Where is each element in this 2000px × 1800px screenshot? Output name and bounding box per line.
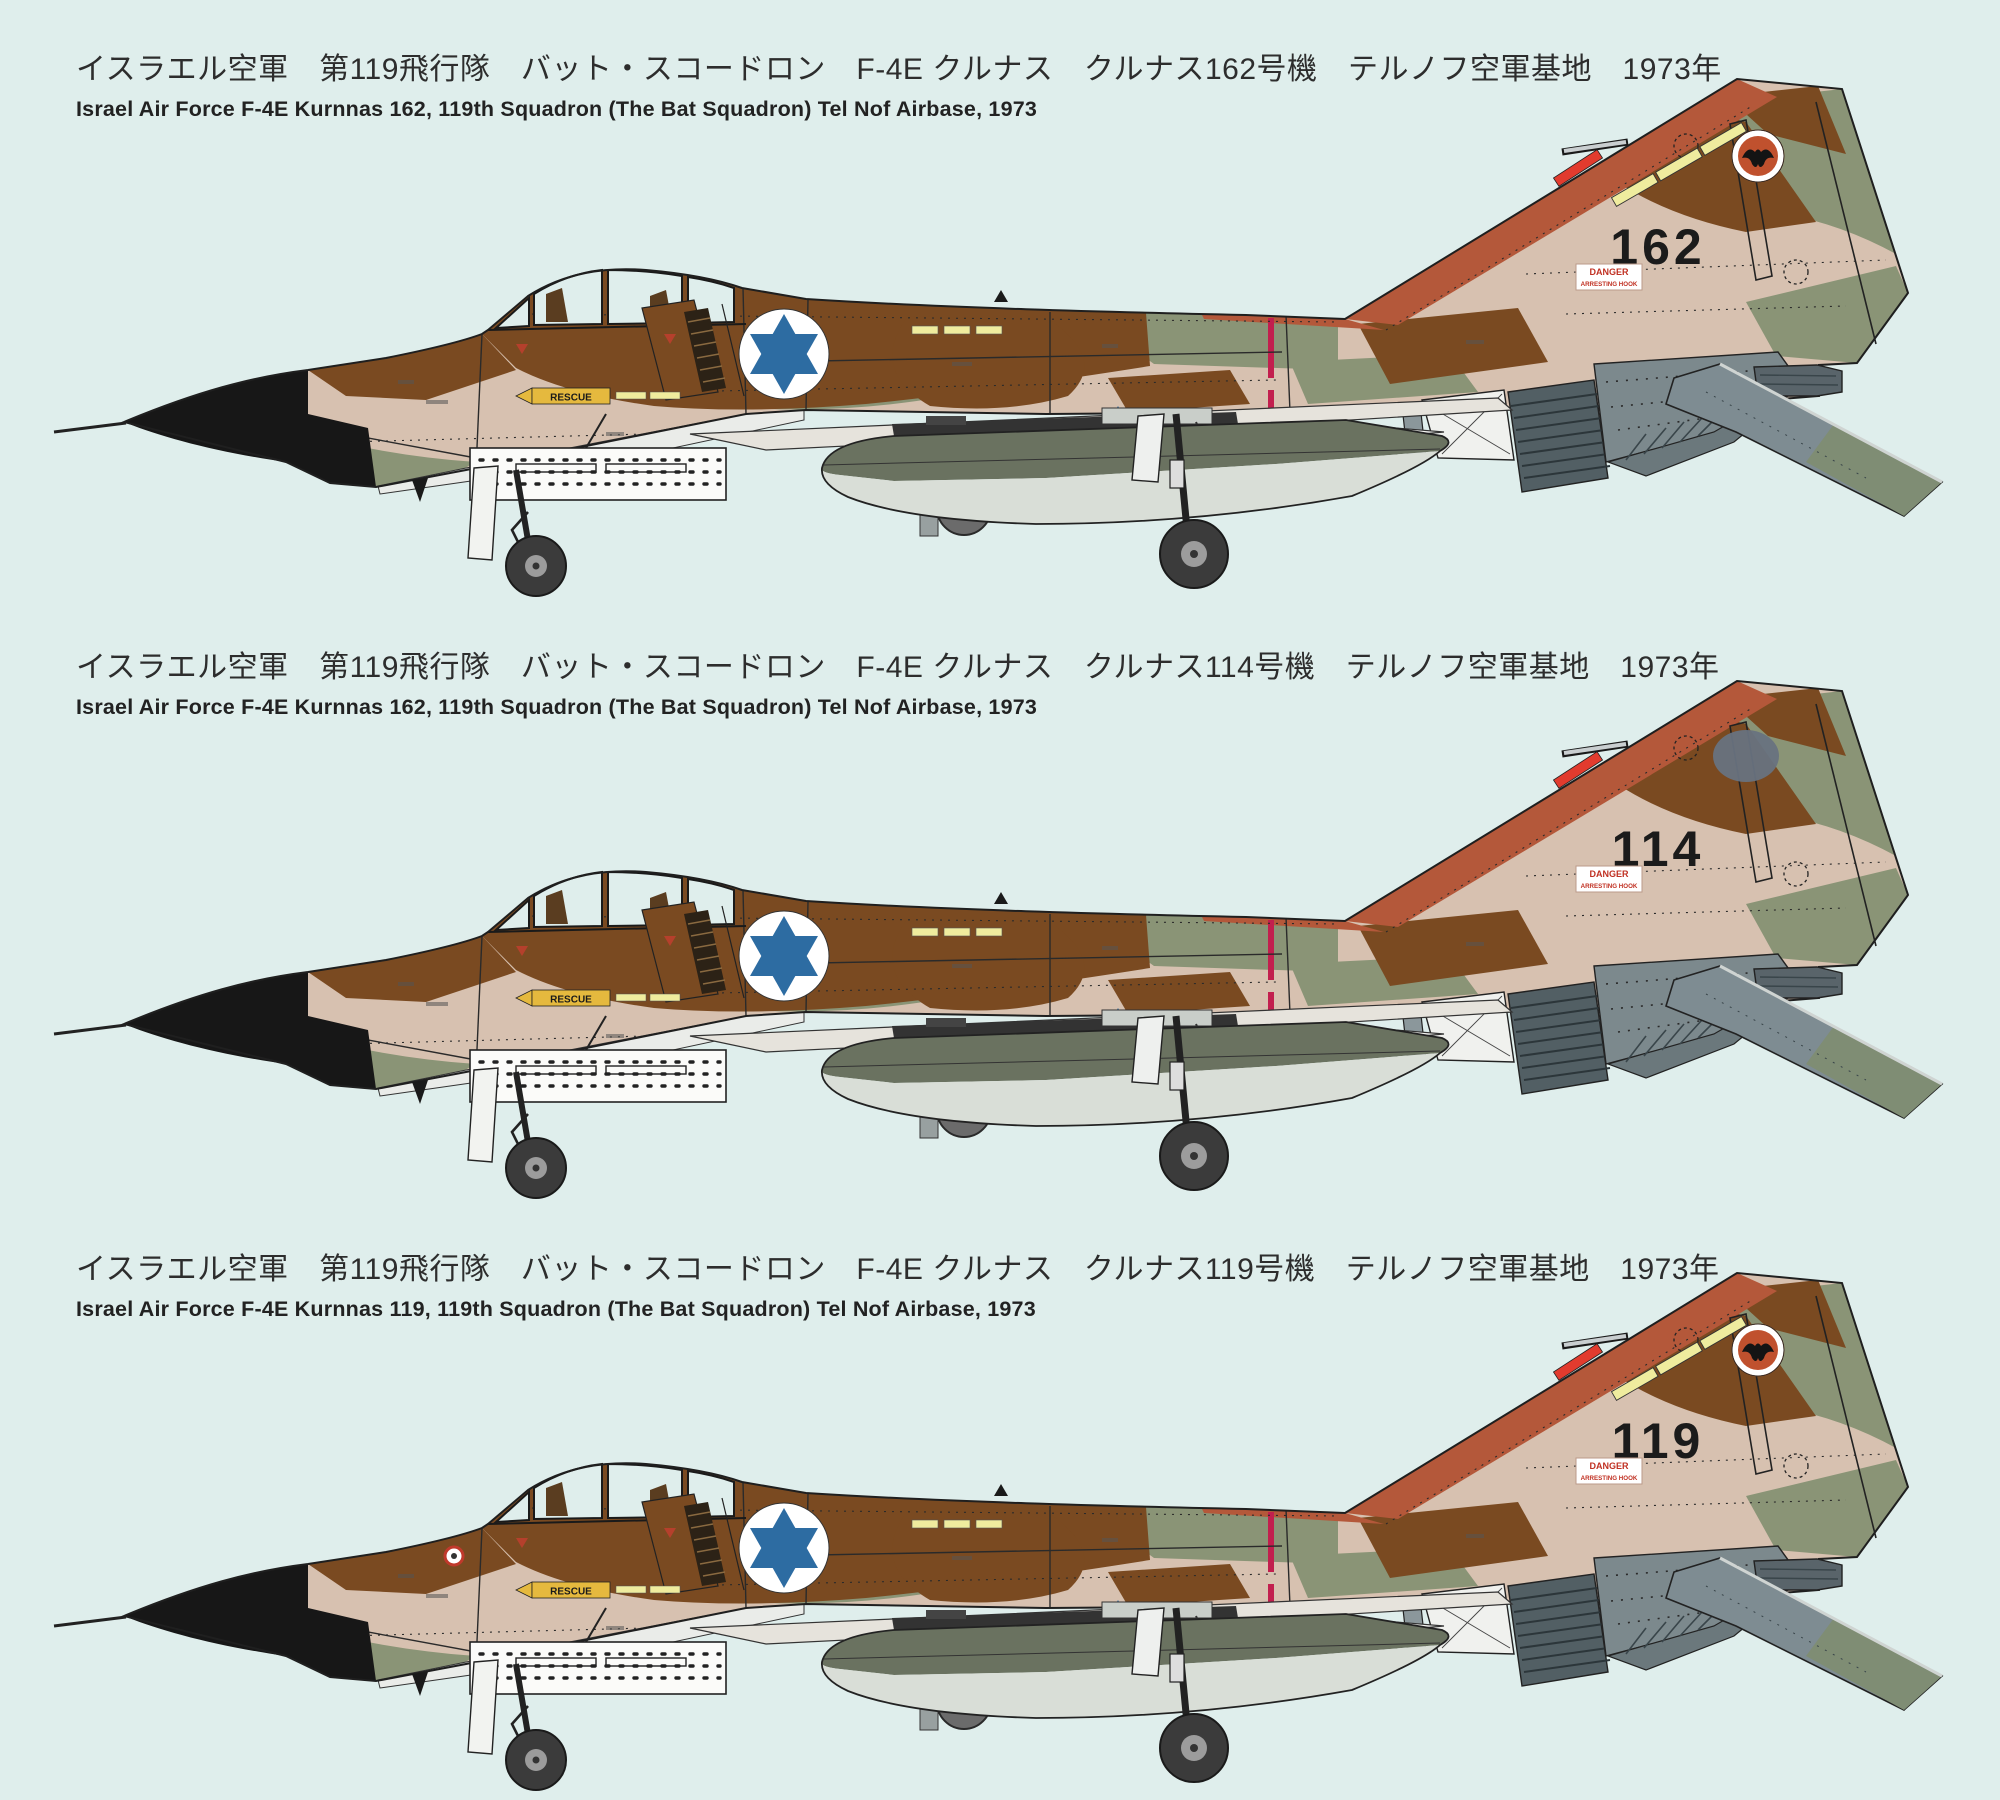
crimson-stripe bbox=[1268, 1512, 1274, 1608]
belly-antenna bbox=[412, 1080, 428, 1104]
main-landing-gear bbox=[1131, 413, 1229, 589]
nose-landing-gear bbox=[467, 465, 567, 597]
svg-text:RESCUE: RESCUE bbox=[550, 995, 592, 1006]
crimson-stripe bbox=[1268, 920, 1274, 1016]
stabilator bbox=[1665, 964, 1944, 1119]
intake-ramp bbox=[641, 901, 745, 1003]
spine-antenna bbox=[994, 1484, 1008, 1496]
caption-english: Israel Air Force F-4E Kurnnas 119, 119th… bbox=[76, 1297, 1036, 1321]
perforated-door bbox=[469, 413, 727, 501]
caption-japanese: イスラエル空軍 第119飛行隊 バット・スコードロン F-4E クルナス クルナ… bbox=[76, 53, 1722, 86]
walkway-dashes bbox=[911, 1519, 1003, 1529]
perforated-door bbox=[469, 1015, 727, 1103]
kill-marking-icon bbox=[443, 1545, 465, 1567]
fin-red-marker bbox=[1552, 149, 1604, 187]
stencil-marks bbox=[398, 942, 1484, 1038]
pilot-seat bbox=[546, 1482, 568, 1516]
tail-yellow-stripe bbox=[1610, 1316, 1748, 1401]
stencil-marks bbox=[398, 1534, 1484, 1630]
nose-landing-gear bbox=[467, 1067, 567, 1199]
perforated-door bbox=[469, 1607, 727, 1695]
svg-text:RESCUE: RESCUE bbox=[550, 393, 592, 404]
danger-arresting-hook-label: DANGER ARRESTING HOOK bbox=[1575, 263, 1643, 291]
spine-antenna bbox=[994, 290, 1008, 302]
exhaust-nozzle bbox=[1753, 1558, 1843, 1591]
intake-ramp bbox=[641, 299, 745, 401]
radome bbox=[124, 1564, 376, 1681]
fin-red-marker bbox=[1552, 751, 1604, 789]
svg-text:DANGER: DANGER bbox=[1589, 267, 1629, 277]
pilot-seat bbox=[546, 288, 568, 322]
canopy-warning-triangles bbox=[516, 1528, 676, 1548]
rivet-lines bbox=[345, 1299, 1887, 1637]
israeli-roundel-icon bbox=[738, 308, 830, 400]
canopy-warning-triangles bbox=[516, 936, 676, 956]
aircraft-illustration: 119 DANGER ARRESTING HOOK RESCUE bbox=[53, 1271, 1944, 1791]
tail-gray-patch bbox=[1713, 730, 1779, 782]
hull-outline bbox=[120, 679, 1910, 1091]
canopy-warning-triangles bbox=[516, 334, 676, 354]
danger-arresting-hook-label: DANGER ARRESTING HOOK bbox=[1575, 1457, 1643, 1485]
bat-squadron-emblem-icon bbox=[1731, 129, 1785, 183]
tail-fin-details bbox=[1552, 101, 1877, 345]
radome bbox=[124, 370, 376, 487]
pitot-probe bbox=[53, 1023, 127, 1036]
rescue-marking: RESCUE bbox=[515, 1581, 681, 1599]
camo-brown-patches bbox=[308, 1280, 1846, 1606]
walkway-dashes bbox=[911, 927, 1003, 937]
caption-japanese: イスラエル空軍 第119飛行隊 バット・スコードロン F-4E クルナス クルナ… bbox=[76, 1253, 1720, 1286]
walkway-dashes bbox=[911, 325, 1003, 335]
fuselage-camouflage bbox=[124, 79, 1908, 487]
aircraft-illustration: 162 DANGER ARRESTING HOOK RESCUE bbox=[53, 77, 1944, 597]
fin-tip-probe bbox=[1563, 742, 1627, 755]
stabilator bbox=[1665, 362, 1944, 517]
pitot-probe bbox=[53, 421, 127, 434]
crimson-stripe bbox=[1268, 318, 1274, 414]
fin-tip-probe bbox=[1563, 1334, 1627, 1347]
fin-tip-probe bbox=[1563, 140, 1627, 153]
main-landing-gear bbox=[1131, 1607, 1229, 1783]
rivet-lines bbox=[345, 105, 1887, 443]
caption-block: イスラエル空軍 第119飛行隊 バット・スコードロン F-4E クルナス クルナ… bbox=[76, 1244, 1720, 1322]
israeli-roundel-icon bbox=[738, 1502, 830, 1594]
rescue-marking: RESCUE bbox=[515, 387, 681, 405]
svg-text:DANGER: DANGER bbox=[1589, 1461, 1629, 1471]
main-landing-gear bbox=[1131, 1015, 1229, 1191]
fin-red-marker bbox=[1552, 1343, 1604, 1381]
svg-text:ARRESTING HOOK: ARRESTING HOOK bbox=[1581, 281, 1638, 288]
hull-outline bbox=[120, 77, 1910, 489]
tail-fin-details bbox=[1552, 703, 1877, 947]
svg-text:DANGER: DANGER bbox=[1589, 869, 1629, 879]
caption-block: イスラエル空軍 第119飛行隊 バット・スコードロン F-4E クルナス クルナ… bbox=[76, 44, 1722, 122]
intake-ramp bbox=[641, 1493, 745, 1595]
caption-block: イスラエル空軍 第119飛行隊 バット・スコードロン F-4E クルナス クルナ… bbox=[76, 642, 1720, 720]
pilot-seat bbox=[546, 890, 568, 924]
svg-text:ARRESTING HOOK: ARRESTING HOOK bbox=[1581, 1475, 1638, 1482]
hull-outline bbox=[120, 1271, 1910, 1683]
israeli-roundel-icon bbox=[738, 910, 830, 1002]
tail-yellow-stripe bbox=[1610, 122, 1748, 207]
belly-antenna bbox=[412, 478, 428, 502]
nose-landing-gear bbox=[467, 1659, 567, 1791]
bat-squadron-emblem-icon bbox=[1731, 1323, 1785, 1377]
radome bbox=[124, 972, 376, 1089]
svg-text:RESCUE: RESCUE bbox=[550, 1587, 592, 1598]
caption-english: Israel Air Force F-4E Kurnnas 162, 119th… bbox=[76, 695, 1038, 719]
stabilator bbox=[1665, 1556, 1944, 1711]
caption-english: Israel Air Force F-4E Kurnnas 162, 119th… bbox=[76, 97, 1038, 121]
tail-fin-details bbox=[1552, 1295, 1877, 1539]
spine-antenna bbox=[994, 892, 1008, 904]
stencil-marks bbox=[398, 340, 1484, 436]
rivet-lines bbox=[345, 707, 1887, 1045]
svg-text:ARRESTING HOOK: ARRESTING HOOK bbox=[1581, 883, 1638, 890]
belly-antenna bbox=[412, 1672, 428, 1696]
danger-arresting-hook-label: DANGER ARRESTING HOOK bbox=[1575, 865, 1643, 893]
pitot-probe bbox=[53, 1615, 127, 1628]
aircraft-illustration: 114 DANGER ARRESTING HOOK RESCUE bbox=[53, 679, 1944, 1199]
caption-japanese: イスラエル空軍 第119飛行隊 バット・スコードロン F-4E クルナス クルナ… bbox=[76, 651, 1720, 684]
rescue-marking: RESCUE bbox=[515, 989, 681, 1007]
